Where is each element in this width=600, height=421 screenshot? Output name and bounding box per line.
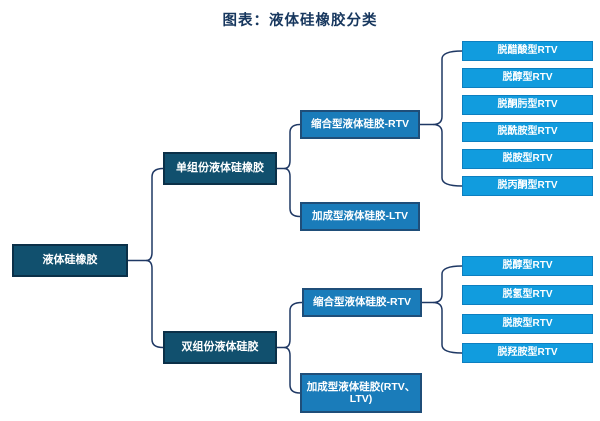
leaf-dehydrogen-rtv: 脱氢型RTV <box>462 285 593 305</box>
node-condensation-double: 缩合型液体硅胶-RTV <box>302 288 422 317</box>
connector-cond-double-brace <box>432 265 463 354</box>
node-double-component: 双组份液体硅胶 <box>163 331 277 364</box>
leaf-deacetic-rtv: 脱醋酸型RTV <box>462 41 593 61</box>
connector-cond-single-brace <box>432 50 463 187</box>
diagram-title: 图表：液体硅橡胶分类 <box>222 13 378 29</box>
leaf-deamide-rtv: 脱酰胺型RTV <box>462 122 593 142</box>
leaf-dealcohol-rtv-double: 脱醇型RTV <box>462 256 593 276</box>
connector-root-brace <box>145 167 164 349</box>
node-addition-single: 加成型液体硅胶-LTV <box>300 202 420 231</box>
leaf-deacetone-rtv: 脱丙酮型RTV <box>462 176 593 196</box>
leaf-dehydroxylamine-rtv: 脱羟胺型RTV <box>462 343 593 363</box>
connector-single-brace <box>283 123 301 218</box>
node-root: 液体硅橡胶 <box>12 244 128 277</box>
leaf-deamine-rtv-single: 脱胺型RTV <box>462 149 593 169</box>
leaf-deamine-rtv-double: 脱胺型RTV <box>462 314 593 334</box>
node-condensation-single: 缩合型液体硅胶-RTV <box>300 110 420 139</box>
leaf-dealcohol-rtv-single: 脱醇型RTV <box>462 68 593 88</box>
node-addition-double: 加成型液体硅胶(RTV、LTV) <box>300 373 422 413</box>
node-single-component: 单组份液体硅橡胶 <box>163 152 277 185</box>
leaf-deketoxime-rtv: 脱酮肟型RTV <box>462 95 593 115</box>
